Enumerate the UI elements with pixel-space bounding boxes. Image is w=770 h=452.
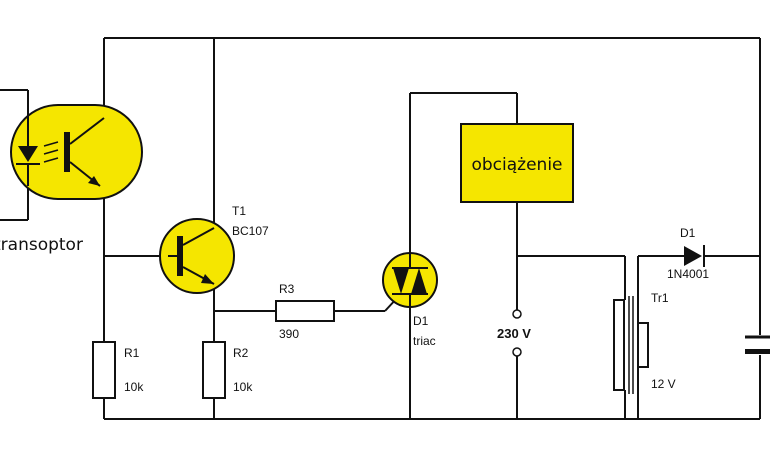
resistor-r2: R2 10k [202,341,253,399]
diode-ref: D1 [680,226,696,240]
mains-label: 230 V [497,326,531,341]
r2-ref: R2 [233,346,249,360]
diode-d1: D1 1N4001 [667,226,709,281]
transistor-model: BC107 [232,224,269,238]
primary-winding [613,299,625,391]
r1-ref: R1 [124,346,140,360]
load-box [460,123,574,203]
load-label: obciążenie [471,155,562,175]
r3-value: 390 [279,327,299,341]
terminal-top [512,309,522,319]
transformer-ref: Tr1 [651,291,669,305]
capacitor [745,335,770,354]
diode-icon [684,246,702,266]
optocoupler-label: transoptor [0,235,83,255]
transformer-voltage: 12 V [651,377,676,391]
r2-value: 10k [233,380,253,394]
triac-type: triac [413,334,436,348]
secondary-winding [637,322,649,368]
r1-value: 10k [124,380,144,394]
led-icon [16,116,40,186]
load: obciążenie [460,123,574,203]
optocoupler-body [10,104,143,200]
transistor-t1: T1 BC107 [159,204,269,294]
triac: D1 triac [382,252,438,348]
transformer-tr1: Tr1 12 V [613,291,676,394]
mains-terminals: 230 V [497,309,531,357]
r3-ref: R3 [279,282,295,296]
phototransistor-icon [64,117,105,187]
triac-arrow-down-icon [393,268,409,294]
diode-model: 1N4001 [667,267,709,281]
resistor-r1: R1 10k [92,341,144,399]
terminal-bottom [512,347,522,357]
triac-arrow-up-icon [411,268,427,294]
optocoupler: transoptor [0,104,143,255]
light-arrows-icon [43,141,59,163]
transistor-ref: T1 [232,204,246,218]
resistor-r3: R3 390 [275,282,335,341]
triac-ref: D1 [413,314,429,328]
